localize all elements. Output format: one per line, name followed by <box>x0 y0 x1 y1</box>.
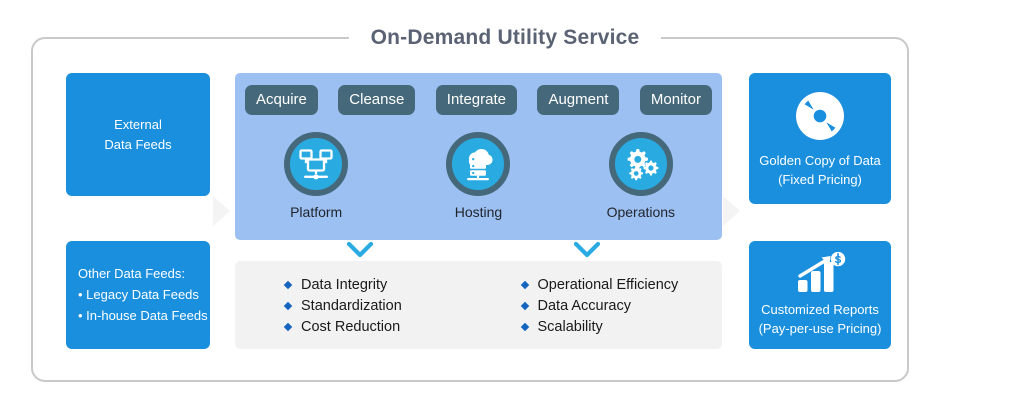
process-step-augment[interactable]: Augment <box>537 85 620 115</box>
benefit-label: Data Accuracy <box>537 298 632 314</box>
benefit-item: Standardization <box>283 296 479 317</box>
customized-reports-text: Customized Reports (Pay-per-use Pricing) <box>759 300 882 338</box>
output-box-golden-copy-of-data: Golden Copy of Data (Fixed Pricing) <box>749 73 891 204</box>
external-line-2: Data Feeds <box>104 136 172 152</box>
disc-icon <box>793 89 847 143</box>
benefit-item: Scalability <box>520 317 723 338</box>
benefit-label: Scalability <box>537 319 603 335</box>
diamond-bullet-icon <box>283 322 293 332</box>
benefits-column-2: Operational Efficiency Data Accuracy Sca… <box>479 275 723 349</box>
benefit-item: Operational Efficiency <box>520 275 723 296</box>
arrow-right-icon-process-to-output <box>723 196 740 226</box>
bar-chart-growth-dollar-icon: S <box>792 252 848 294</box>
process-step-acquire[interactable]: Acquire <box>245 85 318 115</box>
external-data-feeds-text: External Data Feeds <box>104 115 171 155</box>
service-platform-circle <box>284 132 349 196</box>
golden-copy-line-1: Golden Copy of Data <box>759 152 881 168</box>
process-step-cleanse[interactable]: Cleanse <box>338 85 416 115</box>
other-data-feeds-text: Other Data Feeds: • Legacy Data Feeds • … <box>78 263 210 326</box>
benefit-label: Data Integrity <box>301 277 388 293</box>
network-monitors-icon <box>298 148 334 180</box>
benefit-label: Standardization <box>301 298 402 314</box>
service-platform-label: Platform <box>290 204 343 220</box>
diamond-bullet-icon <box>283 301 293 311</box>
service-hosting-circle <box>446 132 511 196</box>
other-data-feeds-heading: Other Data Feeds: <box>78 266 185 281</box>
benefit-item: Data Accuracy <box>520 296 723 317</box>
benefit-label: Operational Efficiency <box>537 277 679 293</box>
other-data-feeds-item-2: • In-house Data Feeds <box>78 308 208 323</box>
input-box-other-data-feeds: Other Data Feeds: • Legacy Data Feeds • … <box>66 241 210 349</box>
process-step-monitor[interactable]: Monitor <box>639 85 712 115</box>
process-step-integrate[interactable]: Integrate <box>435 85 517 115</box>
diamond-bullet-icon <box>520 301 529 311</box>
arrow-right-icon-input-to-process <box>213 196 230 226</box>
diamond-bullet-icon <box>520 280 529 290</box>
service-operations-circle <box>608 132 673 196</box>
golden-copy-text: Golden Copy of Data (Fixed Pricing) <box>759 151 880 189</box>
process-services-row: Platform <box>235 132 722 220</box>
output-box-customized-reports: S Customized Reports (Pay-per-use Pricin… <box>749 241 891 349</box>
benefit-label: Cost Reduction <box>301 319 401 335</box>
process-steps-row: Acquire Cleanse Integrate Augment Monito… <box>245 85 712 115</box>
service-operations[interactable]: Operations <box>560 132 722 220</box>
customized-reports-line-1: Customized Reports <box>761 302 879 317</box>
customized-reports-line-2: (Pay-per-use Pricing) <box>758 321 882 336</box>
external-line-1: External <box>114 116 162 132</box>
diamond-bullet-icon <box>520 322 529 332</box>
diamond-bullet-icon <box>283 280 293 290</box>
golden-copy-line-2: (Fixed Pricing) <box>778 171 862 187</box>
service-operations-label: Operations <box>606 204 676 220</box>
process-panel: Acquire Cleanse Integrate Augment Monito… <box>235 73 722 240</box>
cloud-server-icon <box>460 147 496 181</box>
other-data-feeds-item-1: • Legacy Data Feeds <box>78 287 199 302</box>
benefit-item: Cost Reduction <box>283 317 479 338</box>
service-platform[interactable]: Platform <box>235 132 397 220</box>
chevron-down-icon-left <box>347 242 373 258</box>
chevron-down-icon-right <box>574 242 600 258</box>
input-box-external-data-feeds: External Data Feeds <box>66 73 210 196</box>
benefits-panel: Data Integrity Standardization Cost Redu… <box>235 261 722 349</box>
benefit-item: Data Integrity <box>283 275 479 296</box>
service-hosting-label: Hosting <box>454 204 503 220</box>
service-hosting[interactable]: Hosting <box>397 132 559 220</box>
benefits-column-1: Data Integrity Standardization Cost Redu… <box>235 275 479 349</box>
gears-icon <box>623 147 659 181</box>
